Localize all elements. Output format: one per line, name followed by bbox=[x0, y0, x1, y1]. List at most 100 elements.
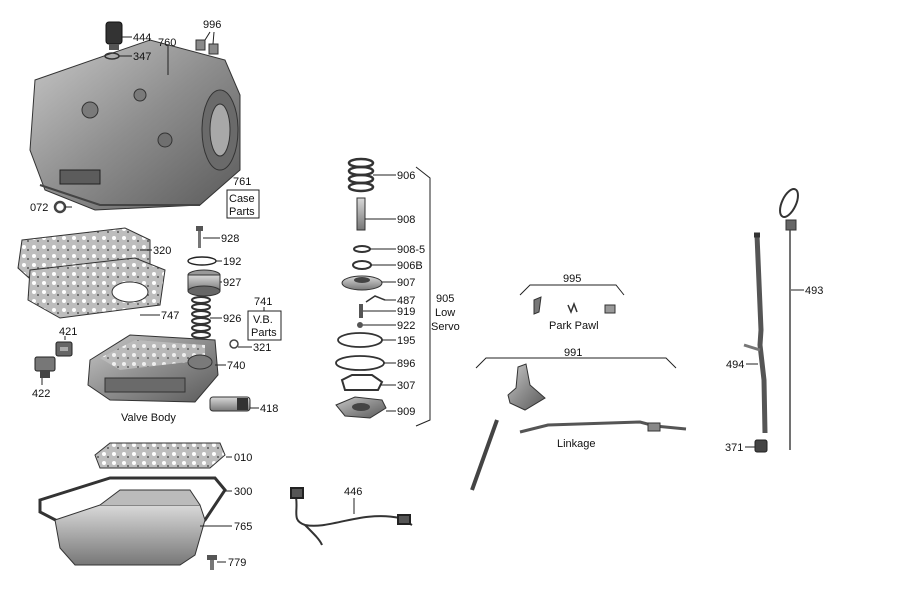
pawl-spring-part bbox=[567, 301, 578, 315]
pin-part-919 bbox=[359, 304, 363, 318]
callout-996: 996 bbox=[203, 19, 221, 31]
callout-494: 494 bbox=[726, 359, 744, 371]
piston-part-907 bbox=[341, 275, 383, 291]
case-parts-box bbox=[226, 189, 260, 219]
callout-991: 991 bbox=[564, 347, 582, 359]
callout-908-5: 908-5 bbox=[397, 244, 425, 256]
callout-446: 446 bbox=[344, 486, 362, 498]
solenoid-part-421 bbox=[55, 341, 73, 357]
leader-lines-plates bbox=[140, 249, 160, 316]
clip-part-487 bbox=[365, 295, 386, 303]
callout-741: 741 bbox=[254, 296, 272, 308]
callout-740: 740 bbox=[227, 360, 245, 372]
cover-seal-part-307 bbox=[340, 374, 384, 391]
case-parts-line2: Parts bbox=[229, 206, 255, 218]
washer-part-908-5 bbox=[353, 245, 371, 253]
seal-part-072 bbox=[53, 200, 67, 214]
piston-part-927 bbox=[187, 269, 221, 297]
park-pawl-bracket bbox=[519, 284, 625, 296]
pan-gasket-part-300 bbox=[38, 476, 227, 527]
park-rod-end bbox=[647, 422, 661, 432]
solenoid-part-418 bbox=[209, 396, 251, 412]
callout-493: 493 bbox=[805, 285, 823, 297]
callout-010: 010 bbox=[234, 452, 252, 464]
callout-896: 896 bbox=[397, 358, 415, 370]
leader-lines-servo bbox=[363, 174, 396, 412]
separator-plate-part-747 bbox=[27, 257, 166, 319]
case-parts-line1: Case bbox=[229, 193, 255, 205]
fill-tube-part-494 bbox=[743, 232, 768, 434]
callout-779: 779 bbox=[228, 557, 246, 569]
manual-shaft-part bbox=[470, 419, 499, 491]
callout-922: 922 bbox=[397, 320, 415, 332]
vb-parts-line1: V.B. bbox=[253, 314, 273, 326]
callout-919: 919 bbox=[397, 306, 415, 318]
callout-444: 444 bbox=[133, 32, 151, 44]
check-ball-part-321 bbox=[229, 339, 239, 349]
servo-pin-part-908 bbox=[356, 197, 366, 231]
spring-part-926 bbox=[191, 296, 211, 339]
callout-422: 422 bbox=[32, 388, 50, 400]
callout-747: 747 bbox=[161, 310, 179, 322]
low-caption: Low bbox=[435, 307, 455, 319]
valve-body-caption: Valve Body bbox=[121, 412, 176, 424]
callout-321: 321 bbox=[253, 342, 271, 354]
bolt-part-779 bbox=[207, 555, 217, 570]
callout-907: 907 bbox=[397, 277, 415, 289]
snap-ring-part-896 bbox=[335, 355, 385, 371]
callout-906: 906 bbox=[397, 170, 415, 182]
callout-072: 072 bbox=[30, 202, 48, 214]
callout-909: 909 bbox=[397, 406, 415, 418]
dipstick-part-493 bbox=[779, 188, 799, 450]
park-rod-part bbox=[519, 420, 687, 434]
callout-995: 995 bbox=[563, 273, 581, 285]
ball-part-922 bbox=[357, 322, 363, 328]
vent-part-444 bbox=[105, 21, 123, 50]
linkage-bracket bbox=[475, 357, 677, 369]
leader-lines-dipstick bbox=[745, 289, 804, 448]
callout-761: 761 bbox=[233, 176, 251, 188]
callout-928: 928 bbox=[221, 233, 239, 245]
callout-906B: 906B bbox=[397, 260, 423, 272]
callout-487: 487 bbox=[397, 295, 415, 307]
leader-lines-case bbox=[65, 31, 215, 208]
callout-927: 927 bbox=[223, 277, 241, 289]
linkage-caption: Linkage bbox=[557, 438, 596, 450]
callout-421: 421 bbox=[59, 326, 77, 338]
seal-part-371 bbox=[754, 439, 768, 453]
callout-192: 192 bbox=[223, 256, 241, 268]
vb-parts-line2: Parts bbox=[251, 327, 277, 339]
pawl-pin-part bbox=[604, 304, 616, 314]
callout-307: 307 bbox=[397, 380, 415, 392]
plug-part-996 bbox=[195, 39, 219, 55]
callout-300: 300 bbox=[234, 486, 252, 498]
pawl-part bbox=[533, 296, 542, 315]
leader-lines-valve-body bbox=[41, 336, 259, 409]
callout-418: 418 bbox=[260, 403, 278, 415]
callout-195: 195 bbox=[397, 335, 415, 347]
callout-371: 371 bbox=[725, 442, 743, 454]
callout-347: 347 bbox=[133, 51, 151, 63]
transmission-case-part bbox=[29, 39, 241, 211]
callout-908: 908 bbox=[397, 214, 415, 226]
leader-lines-vb-column bbox=[203, 237, 222, 319]
valve-body-part-740 bbox=[87, 334, 219, 403]
callout-905: 905 bbox=[436, 293, 454, 305]
callout-760: 760 bbox=[158, 37, 176, 49]
servo-cover-part-909 bbox=[335, 396, 387, 419]
servo-group-bracket bbox=[415, 166, 431, 427]
solenoid-part-422 bbox=[34, 356, 56, 378]
wiring-harness-part-446 bbox=[290, 487, 413, 546]
callout-926: 926 bbox=[223, 313, 241, 325]
oil-pan-part-765 bbox=[54, 489, 206, 566]
spring-part-906 bbox=[347, 157, 375, 193]
callout-765: 765 bbox=[234, 521, 252, 533]
servo-caption: Servo bbox=[431, 321, 460, 333]
ring-part-906B bbox=[352, 260, 372, 270]
snap-ring-part-192 bbox=[187, 256, 217, 266]
snap-ring-part-195 bbox=[337, 332, 383, 348]
bolt-part-928 bbox=[196, 226, 203, 248]
park-pawl-caption: Park Pawl bbox=[549, 320, 599, 332]
